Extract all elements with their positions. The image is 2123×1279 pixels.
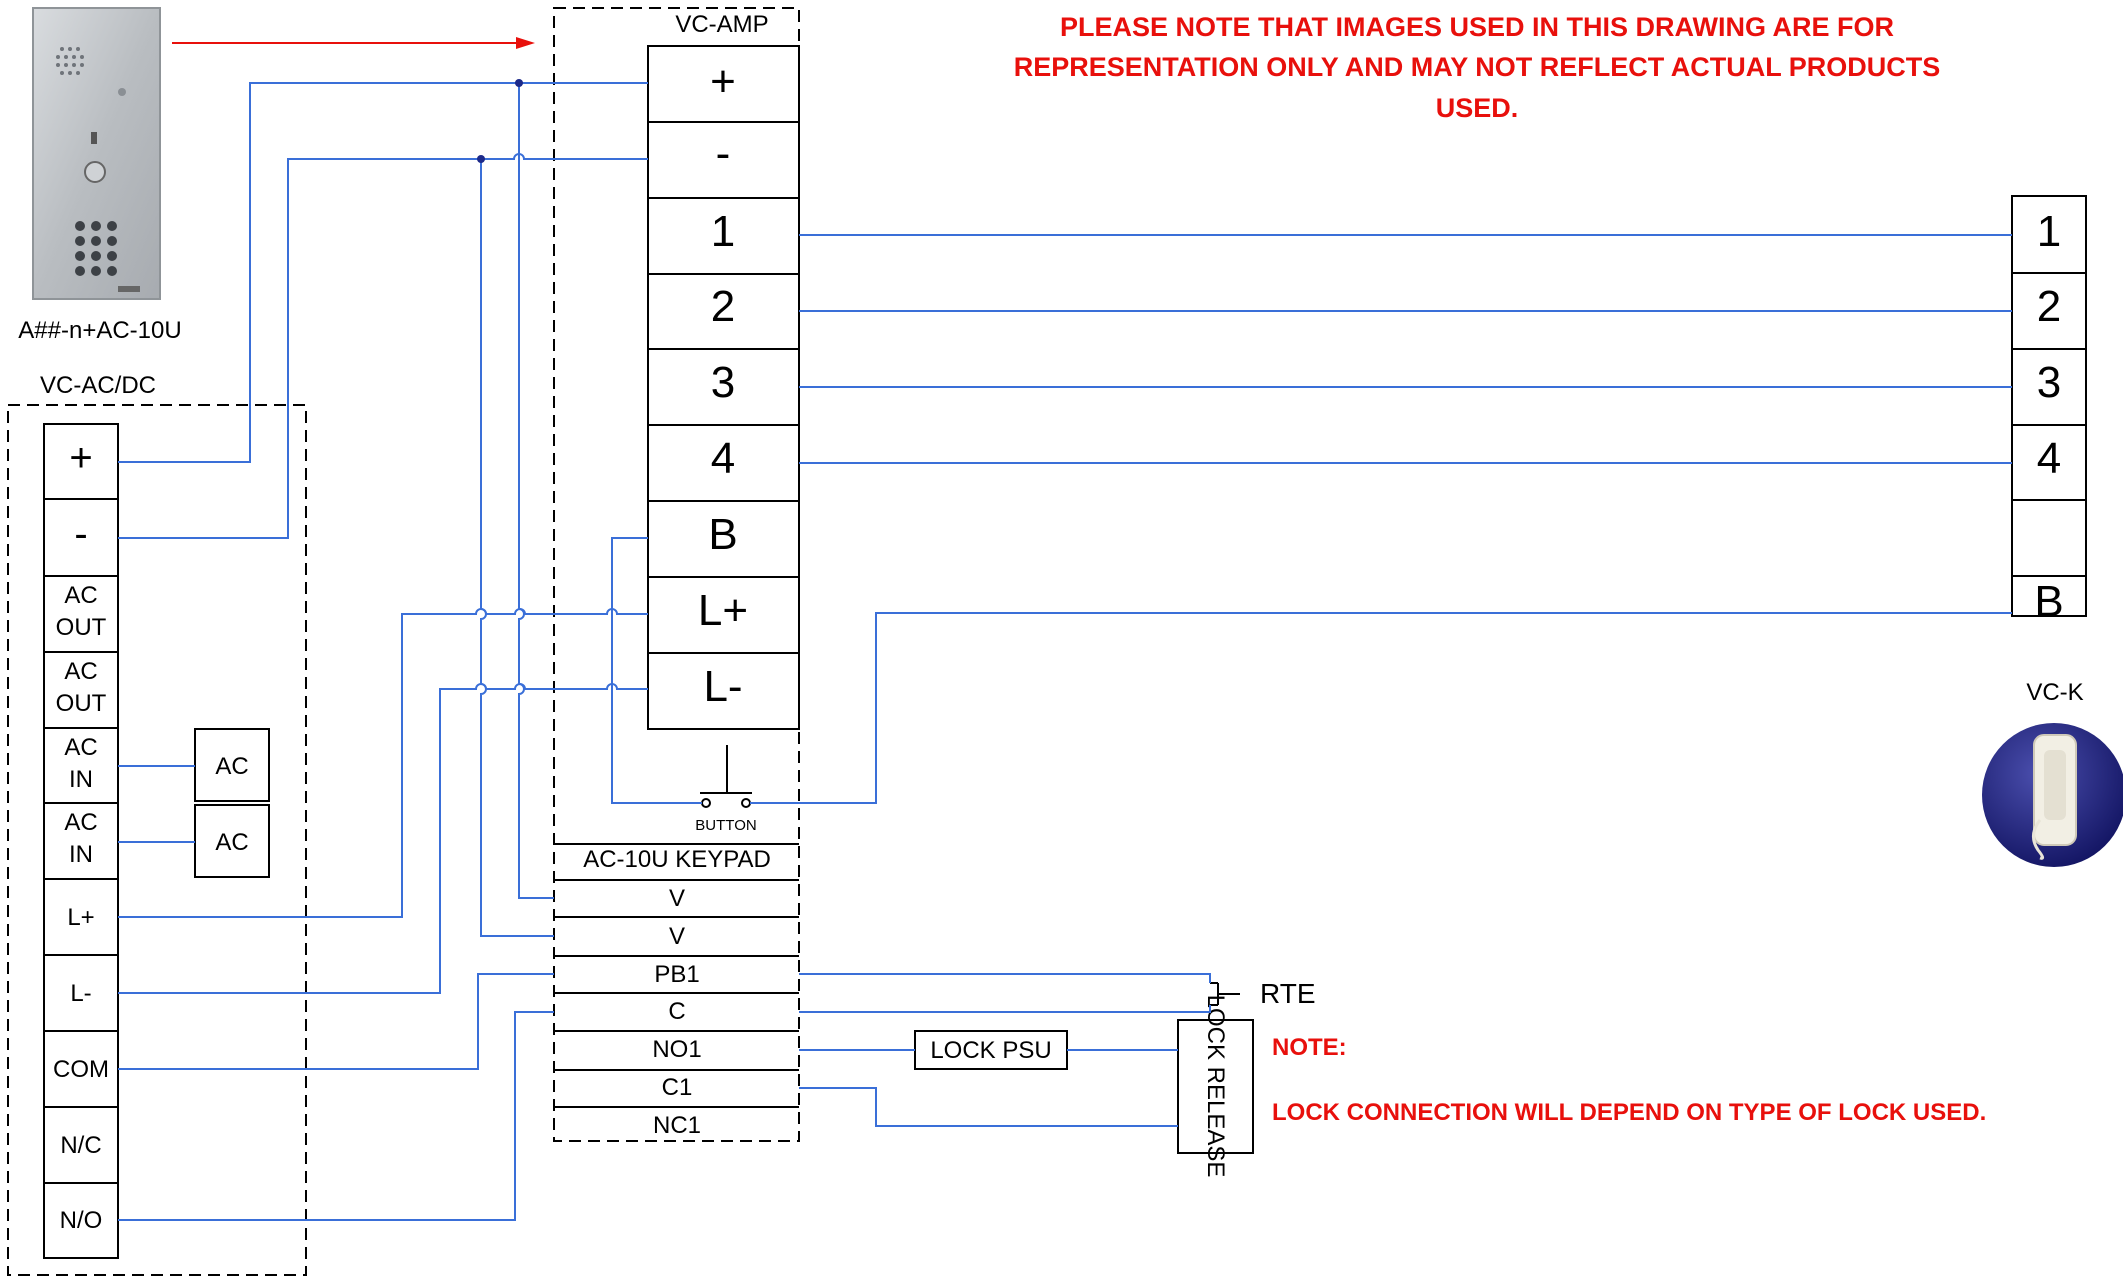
amp-terminal-l-minus: L- <box>703 662 742 711</box>
wire-button-handset-b <box>750 612 2012 804</box>
lock-psu-label: LOCK PSU <box>930 1037 1051 1064</box>
lock-note: LOCK CONNECTION WILL DEPEND ON TYPE OF L… <box>1272 1099 1986 1126</box>
wire-pb1-rte <box>799 973 1211 983</box>
psu-terminal-l-plus: L+ <box>67 904 94 931</box>
psu-terminal-nc: N/C <box>60 1132 101 1159</box>
svg-text:OUT: OUT <box>56 614 107 641</box>
psu-terminal-l-minus: L- <box>70 980 91 1007</box>
wire-amp-b-button <box>611 537 702 804</box>
handset-image <box>1982 723 2123 867</box>
intercom-panel-image <box>32 7 161 300</box>
psu-terminal-block <box>43 423 119 1259</box>
lock-release-label: LOCK RELEASE <box>1202 995 1229 1178</box>
keypad-buttons-icon <box>75 221 117 276</box>
wire-psu-plus-amp-plus <box>118 82 648 463</box>
button-label: BUTTON <box>695 817 756 834</box>
keypad-terminal-v1: V <box>669 885 685 912</box>
amp-terminal-1: 1 <box>711 207 735 256</box>
psu-terminal-com: COM <box>53 1056 109 1083</box>
handset-terminal-4: 4 <box>2037 434 2061 483</box>
wires <box>118 82 2012 1221</box>
speaker-grille-icon <box>56 47 84 75</box>
rte-label: RTE <box>1260 978 1316 1009</box>
lock-release-box <box>1177 1019 1254 1154</box>
amp-terminal-block <box>647 45 800 730</box>
keypad-terminal-c: C <box>668 998 685 1025</box>
ac-box-1-label: AC <box>215 753 248 780</box>
top-note-line-2: REPRESENTATION ONLY AND MAY NOT REFLECT … <box>1014 52 1941 82</box>
keypad-terminal-pb1: PB1 <box>654 961 699 988</box>
psu-terminal-plus: + <box>69 436 92 480</box>
wire-c-rte <box>799 1005 1211 1013</box>
svg-text:IN: IN <box>69 841 93 868</box>
handset-terminal-b: B <box>2034 577 2063 626</box>
psu-terminal-ac-out-2: AC OUT <box>56 658 107 717</box>
svg-text:AC: AC <box>64 582 97 609</box>
ac-box-1 <box>194 728 270 802</box>
amp-terminal-l-plus: L+ <box>698 586 748 635</box>
junction-minus <box>477 155 485 163</box>
amp-title: VC-AMP <box>675 11 768 38</box>
top-note: PLEASE NOTE THAT IMAGES USED IN THIS DRA… <box>1014 12 1941 123</box>
top-note-line-3: USED. <box>1436 93 1519 123</box>
psu-terminal-minus: - <box>74 512 87 556</box>
handset-terminal-2: 2 <box>2037 282 2061 331</box>
wire-no-c <box>118 1011 554 1221</box>
svg-text:AC: AC <box>64 658 97 685</box>
svg-text:IN: IN <box>69 766 93 793</box>
psu-title: VC-AC/DC <box>40 372 156 399</box>
keypad-terminal-no1: NO1 <box>652 1036 701 1063</box>
top-note-line-1: PLEASE NOTE THAT IMAGES USED IN THIS DRA… <box>1060 12 1894 42</box>
handset-title: VC-K <box>2026 679 2083 706</box>
ac-box-2-label: AC <box>215 829 248 856</box>
keypad-terminal-c1: C1 <box>662 1074 693 1101</box>
amp-dashed-border <box>553 7 800 1142</box>
wire-plus-keypad-v1 <box>518 83 554 899</box>
amp-terminal-plus: + <box>710 57 736 106</box>
wire-com-pb1 <box>118 973 554 1070</box>
amp-terminal-b: B <box>708 510 737 559</box>
rte-switch-icon <box>1210 982 1240 1006</box>
wire-psu-minus-amp-minus <box>118 153 648 539</box>
keypad-terminal-lines <box>554 879 799 1108</box>
psu-terminal-ac-in-1: AC IN <box>64 734 97 793</box>
psu-terminal-ac-in-2: AC IN <box>64 809 97 868</box>
note-title: NOTE: <box>1272 1034 1347 1061</box>
handset-terminal-1: 1 <box>2037 207 2061 256</box>
amp-terminal-2: 2 <box>711 282 735 331</box>
red-arrow-icon <box>172 37 535 49</box>
panel-model-label: A##-n+AC-10U <box>18 317 181 344</box>
handset-terminal-3: 3 <box>2037 358 2061 407</box>
amp-terminal-minus: - <box>716 129 731 178</box>
svg-text:AC: AC <box>64 809 97 836</box>
amp-terminal-4: 4 <box>711 434 735 483</box>
handset-terminal-block <box>2011 195 2087 617</box>
wire-c1-lock <box>799 1087 1178 1127</box>
psu-terminal-ac-out-1: AC OUT <box>56 582 107 641</box>
junction-plus <box>515 79 523 87</box>
keypad-title: AC-10U KEYPAD <box>583 846 771 873</box>
keypad-terminal-v2: V <box>669 923 685 950</box>
svg-text:OUT: OUT <box>56 690 107 717</box>
svg-text:AC: AC <box>64 734 97 761</box>
wire-minus-keypad-v2 <box>480 159 554 937</box>
psu-dashed-border <box>7 404 307 1276</box>
psu-terminal-no: N/O <box>60 1207 103 1234</box>
button-switch-icon <box>700 745 752 808</box>
amp-terminal-3: 3 <box>711 358 735 407</box>
keypad-terminal-nc1: NC1 <box>653 1112 701 1139</box>
lock-psu-box <box>914 1030 1068 1070</box>
